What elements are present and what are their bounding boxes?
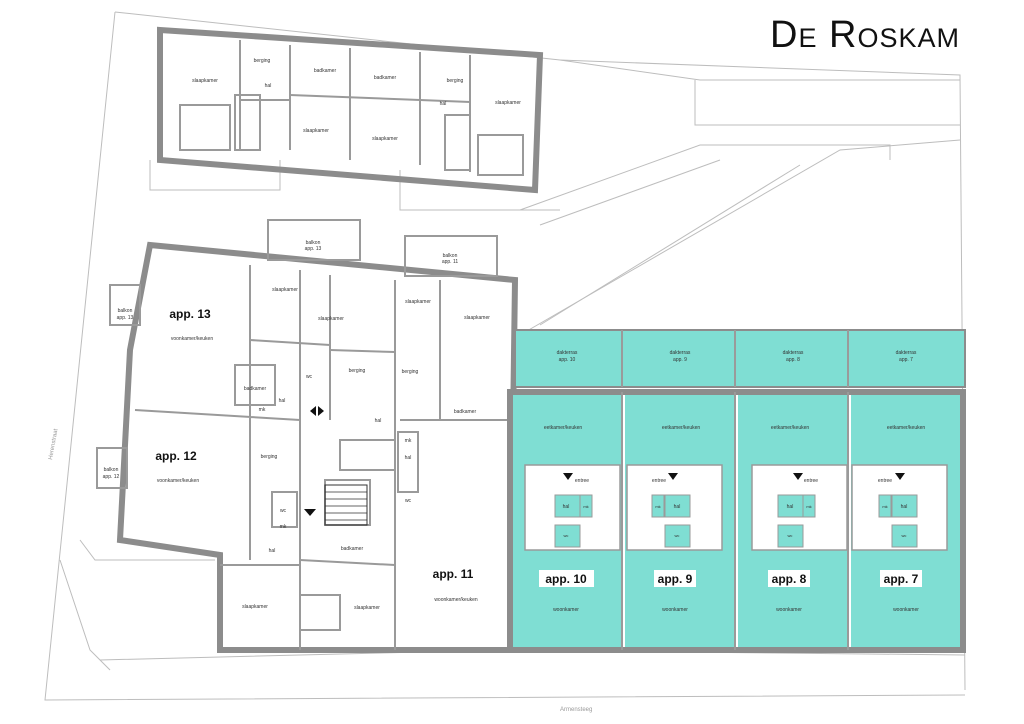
room-label: slaapkamer: [372, 136, 398, 142]
highlight-block-labels: dakterras app. 10 dakterras app. 9 dakte…: [539, 350, 925, 613]
room-label: slaapkamer: [272, 287, 298, 293]
dakterras-strip: [514, 329, 966, 388]
room-label: app. 12: [103, 474, 120, 480]
room-label: wc: [788, 533, 793, 538]
room-label: entree: [804, 478, 818, 484]
room-label: eetkamer/keuken: [662, 425, 701, 431]
room-label: wc: [902, 533, 907, 538]
arrow-right-icon: [318, 406, 324, 416]
app-13-label: app. 13: [169, 307, 211, 321]
room-label: slaapkamer: [354, 605, 380, 611]
room-label: hal: [375, 418, 382, 424]
room-label: badkamer: [244, 386, 267, 392]
logo-title: De Roskam: [770, 14, 960, 56]
room-label: wc: [306, 374, 313, 380]
room-label: woonkamer: [893, 607, 919, 613]
room-label: app. 13: [305, 246, 322, 252]
middle-building: [96, 219, 519, 653]
room-label: berging: [447, 78, 464, 84]
room-label: entree: [575, 478, 589, 484]
room-label: woonkamer/keuken: [434, 597, 478, 603]
room-label: app. 8: [786, 357, 800, 363]
street-left: Herenstraat: [48, 428, 59, 460]
room-label: slaapkamer: [192, 78, 218, 84]
middle-building-labels: balkon app. 13 balkon app. 11 balkon app…: [103, 240, 491, 611]
room-label: mk: [405, 438, 412, 444]
arrow-left-icon: [310, 406, 316, 416]
room-label: balkon: [443, 253, 458, 259]
room-label: berging: [261, 454, 278, 460]
room-label: app. 7: [899, 357, 913, 363]
room-label: hal: [269, 548, 276, 554]
room-label: slaapkamer: [405, 299, 431, 305]
room-label: app. 10: [559, 357, 576, 363]
room-label: mk: [280, 524, 287, 530]
app-9-label: app. 9: [658, 572, 693, 586]
room-label: balkon: [306, 240, 321, 246]
room-label: slaapkamer: [495, 100, 521, 106]
room-label: mk: [655, 504, 660, 509]
upper-building: [157, 26, 544, 194]
street-bottom: Armensteeg: [560, 707, 592, 713]
room-label: mk: [806, 504, 811, 509]
room-label: slaapkamer: [318, 316, 344, 322]
room-label: hal: [901, 504, 908, 510]
app-7-label: app. 7: [884, 572, 919, 586]
room-label: voonkamer/keuken: [171, 336, 213, 342]
room-label: berging: [254, 58, 271, 64]
room-label: voonkamer/keuken: [157, 478, 199, 484]
room-label: hal: [787, 504, 794, 510]
room-label: woonkamer: [776, 607, 802, 613]
room-label: hal: [674, 504, 681, 510]
room-label: dakterras: [670, 350, 691, 356]
upper-building-labels: slaapkamer berging hal badkamer badkamer…: [192, 58, 521, 142]
room-label: balkon: [104, 467, 119, 473]
room-label: badkamer: [374, 75, 397, 81]
room-label: wc: [280, 508, 287, 514]
arrow-down-icon: [304, 509, 316, 516]
room-label: eetkamer/keuken: [544, 425, 583, 431]
room-label: dakterras: [557, 350, 578, 356]
room-label: badkamer: [314, 68, 337, 74]
room-label: dakterras: [896, 350, 917, 356]
room-label: app. 9: [673, 357, 687, 363]
room-label: entree: [878, 478, 892, 484]
stairs-icon: [324, 484, 368, 526]
room-label: balkon: [118, 308, 133, 314]
room-label: entree: [652, 478, 666, 484]
app-10-label: app. 10: [545, 572, 587, 586]
room-label: hal: [279, 398, 286, 404]
room-label: wc: [675, 533, 680, 538]
room-label: wc: [405, 498, 412, 504]
room-label: wc: [564, 533, 569, 538]
room-label: eetkamer/keuken: [771, 425, 810, 431]
room-label: mk: [882, 504, 887, 509]
room-label: slaapkamer: [464, 315, 490, 321]
room-label: mk: [259, 407, 266, 413]
room-label: app. 13: [117, 315, 134, 321]
room-label: woonkamer: [662, 607, 688, 613]
room-label: mk: [583, 504, 588, 509]
room-label: badkamer: [454, 409, 477, 415]
room-label: woonkamer: [553, 607, 579, 613]
room-label: berging: [349, 368, 366, 374]
room-label: dakterras: [783, 350, 804, 356]
room-label: slaapkamer: [242, 604, 268, 610]
room-label: hal: [563, 504, 570, 510]
room-label: berging: [402, 369, 419, 375]
app-12-label: app. 12: [155, 449, 197, 463]
room-label: app. 11: [442, 259, 459, 265]
room-label: badkamer: [341, 546, 364, 552]
room-label: eetkamer/keuken: [887, 425, 926, 431]
app-8-label: app. 8: [772, 572, 807, 586]
room-label: hal: [440, 101, 447, 107]
app-11-label: app. 11: [433, 567, 474, 581]
room-label: hal: [265, 83, 272, 89]
room-label: hal: [405, 455, 412, 461]
room-label: slaapkamer: [303, 128, 329, 134]
highlight-block: [507, 329, 966, 653]
